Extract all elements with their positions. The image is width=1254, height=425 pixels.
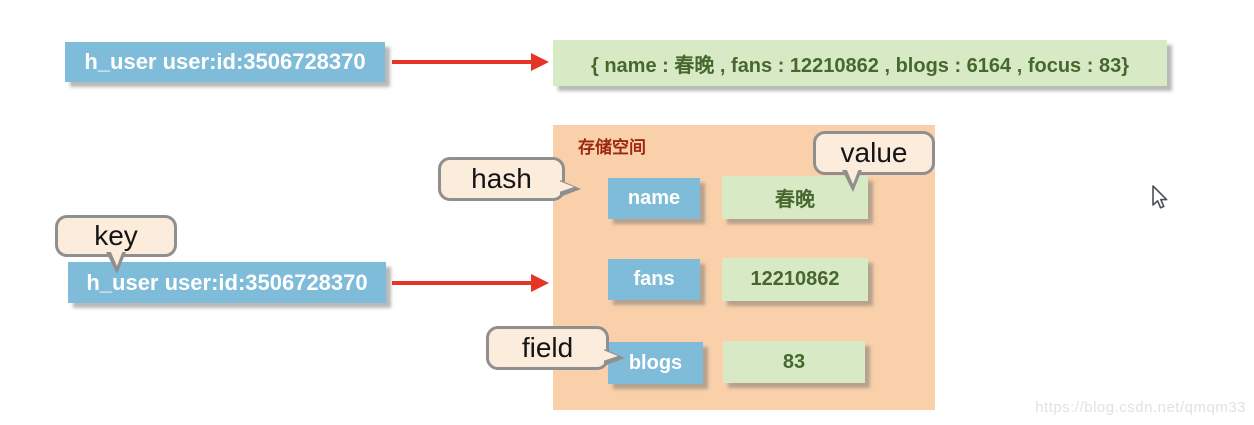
mouse-cursor-icon xyxy=(1147,184,1171,217)
callout-field: field xyxy=(486,326,625,370)
top-key-box: h_user user:id:3506728370 xyxy=(65,42,385,82)
value-box-name: 春晚 xyxy=(722,176,868,219)
storage-space-title: 存储空间 xyxy=(578,138,646,157)
callout-hash: hash xyxy=(438,157,581,201)
field-box-fans: fans xyxy=(608,259,700,300)
top-value-box: { name : 春晚 , fans : 12210862 , blogs : … xyxy=(553,40,1167,86)
watermark-url: https://blog.csdn.net/qmqm33 xyxy=(1035,399,1246,416)
top-arrow xyxy=(392,53,549,71)
value-box-fans: 12210862 xyxy=(722,258,868,301)
bottom-arrow xyxy=(392,274,549,292)
callout-value: value xyxy=(813,131,935,192)
callout-key: key xyxy=(55,215,177,274)
value-box-blogs: 83 xyxy=(723,341,865,383)
field-box-name: name xyxy=(608,178,700,219)
